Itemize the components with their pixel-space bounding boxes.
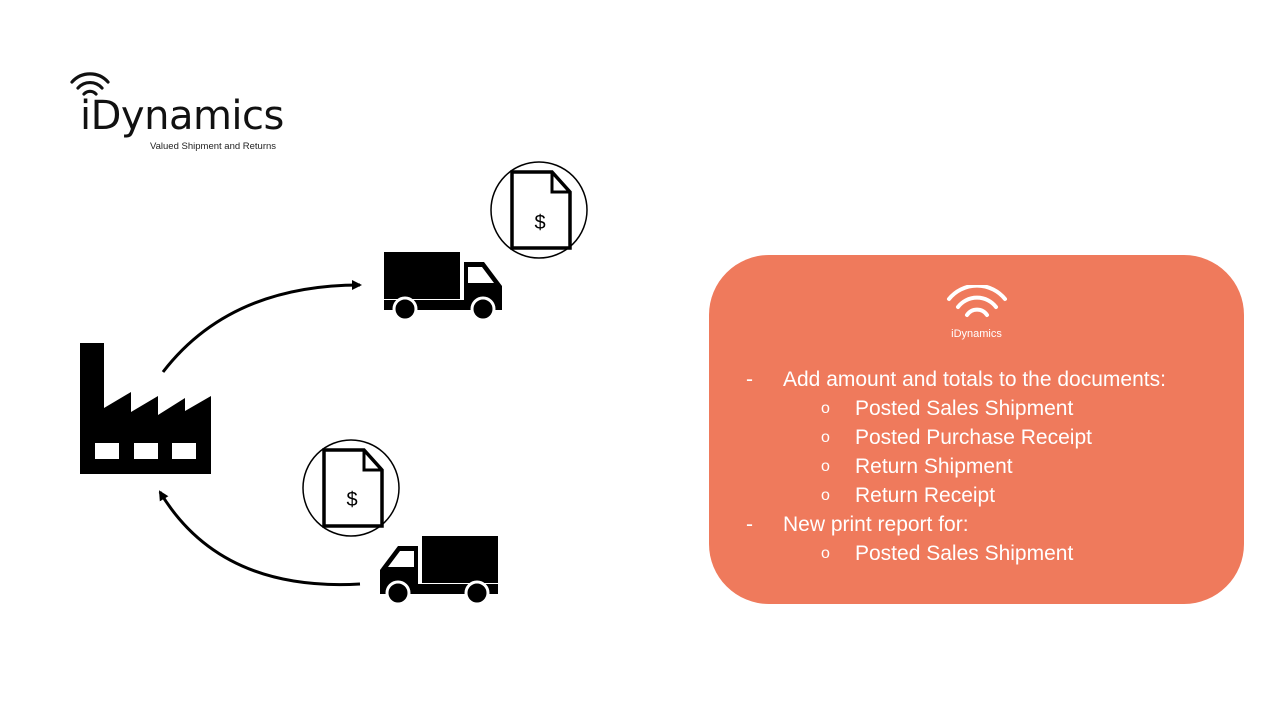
sub-item-label: Posted Sales Shipment bbox=[855, 542, 1074, 565]
invoice-document-icon: $ bbox=[302, 439, 400, 537]
invoice-dollar-top: $ bbox=[534, 212, 545, 234]
sub-bullet: o bbox=[821, 487, 830, 504]
sub-bullet: o bbox=[821, 545, 830, 562]
sub-list: o Posted Sales Shipment bbox=[783, 539, 1166, 568]
sub-item-label: Posted Sales Shipment bbox=[855, 397, 1074, 420]
logo: iDynamics Valued Shipment and Returns bbox=[66, 70, 306, 160]
sub-list: o Posted Sales Shipment o Posted Purchas… bbox=[783, 394, 1166, 510]
features-card: iDynamics - Add amount and totals to the… bbox=[709, 255, 1244, 604]
card-logo bbox=[709, 283, 1244, 324]
invoice-document-icon: $ bbox=[490, 161, 588, 259]
shipment-diagram: $ $ bbox=[80, 161, 588, 606]
sub-item-label: Return Receipt bbox=[855, 484, 996, 507]
card-brand: iDynamics bbox=[951, 328, 1002, 340]
logo-tagline: Valued Shipment and Returns bbox=[150, 141, 277, 152]
sub-list-item: o Posted Sales Shipment bbox=[783, 394, 1166, 423]
list-dash: - bbox=[746, 513, 753, 536]
wifi-icon bbox=[70, 72, 110, 96]
sub-item-label: Return Shipment bbox=[855, 455, 1013, 478]
truck-outbound-icon bbox=[384, 252, 502, 322]
list-item-label: New print report for: bbox=[783, 513, 969, 536]
sub-list-item: o Return Receipt bbox=[783, 481, 1166, 510]
sub-bullet: o bbox=[821, 400, 830, 417]
invoice-dollar-bottom: $ bbox=[346, 489, 357, 511]
sub-list-item: o Posted Purchase Receipt bbox=[783, 423, 1166, 452]
list-item: - New print report for: o Posted Sales S… bbox=[746, 510, 1166, 568]
sub-list-item: o Posted Sales Shipment bbox=[783, 539, 1166, 568]
list-dash: - bbox=[746, 368, 753, 391]
outbound-arrow bbox=[161, 280, 362, 373]
list-item: - Add amount and totals to the documents… bbox=[746, 365, 1166, 510]
sub-item-label: Posted Purchase Receipt bbox=[855, 426, 1092, 449]
sub-bullet: o bbox=[821, 429, 830, 446]
sub-list-item: o Return Shipment bbox=[783, 452, 1166, 481]
wifi-icon bbox=[946, 283, 1007, 317]
sub-bullet: o bbox=[821, 458, 830, 475]
feature-list: - Add amount and totals to the documents… bbox=[746, 365, 1166, 568]
factory-icon bbox=[80, 343, 211, 474]
list-item-label: Add amount and totals to the documents: bbox=[783, 368, 1166, 391]
truck-return-icon bbox=[380, 536, 498, 606]
return-arrow bbox=[158, 490, 361, 587]
logo-brand: iDynamics bbox=[80, 93, 284, 139]
